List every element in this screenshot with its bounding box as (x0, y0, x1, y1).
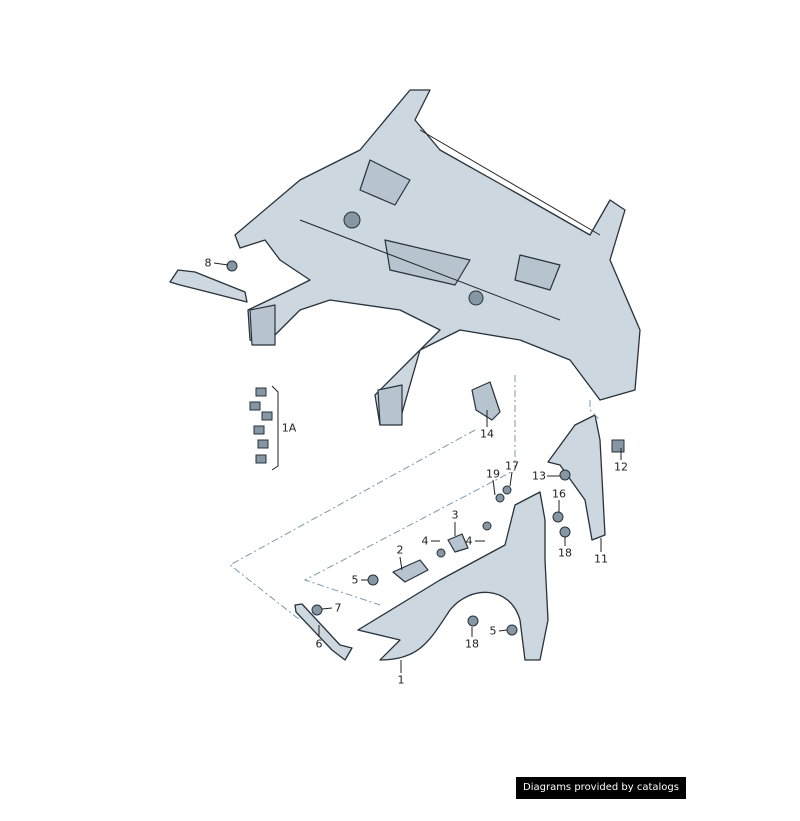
label-18: 18 (465, 637, 479, 651)
label-4: 4 (421, 534, 429, 548)
label-3: 3 (451, 508, 459, 522)
label-2: 2 (396, 543, 404, 557)
label-5: 5 (489, 624, 497, 638)
part-7-nut (311, 604, 323, 616)
label-5: 5 (351, 573, 359, 587)
label-7: 7 (334, 601, 342, 615)
label-19: 19 (486, 467, 500, 481)
front-body-structure (234, 89, 641, 426)
label-leaders (213, 262, 622, 673)
label-1A: 1A (281, 421, 297, 435)
part-8-bracket (169, 269, 248, 303)
part-1A-screw-set (249, 385, 279, 471)
label-18: 18 (558, 546, 572, 560)
label-14: 14 (480, 427, 494, 441)
part-6-bracket (294, 603, 353, 661)
label-6: 6 (315, 637, 323, 651)
part-3-bracket (447, 533, 469, 553)
part-1-fender (357, 491, 549, 661)
part-14-insulator (471, 381, 501, 421)
fasteners (226, 260, 571, 636)
label-4: 4 (465, 534, 473, 548)
part-12-clip (611, 439, 625, 453)
label-8: 8 (204, 256, 212, 270)
assembly-leader-lines (229, 375, 601, 621)
label-16: 16 (552, 487, 566, 501)
label-17: 17 (505, 459, 519, 473)
part-2-bracket (392, 559, 429, 583)
label-13: 13 (532, 469, 546, 483)
label-12: 12 (614, 460, 628, 474)
footer-credit: Diagrams provided by catalogs parts (516, 777, 686, 815)
label-1: 1 (397, 673, 405, 687)
label-11: 11 (594, 552, 608, 566)
parts-diagram (169, 89, 641, 673)
